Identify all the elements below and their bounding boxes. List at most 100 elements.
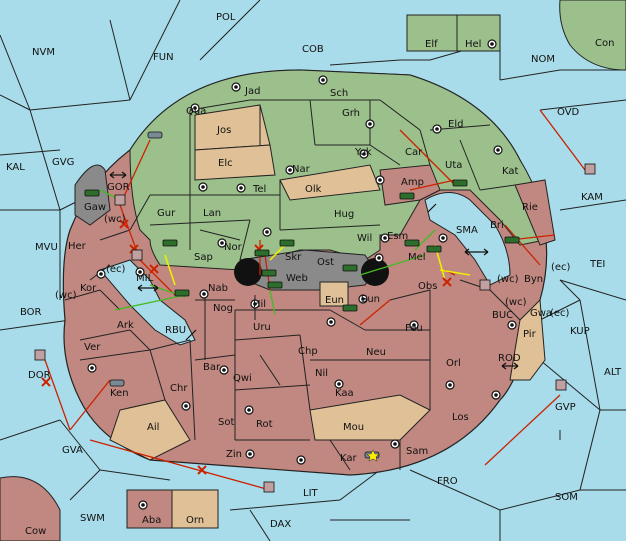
label-rod: ROD [498,353,521,364]
label-skr: Skr [285,252,302,263]
label-kam: KAM [581,192,603,203]
label-los: Los [452,412,469,423]
label-ver: Ver [84,342,101,353]
coast-label: (wc) [104,214,126,225]
coast-label: (wc) [55,290,77,301]
label-nom: NOM [531,54,555,65]
label-bar: Bar [203,362,221,373]
label-chp: Chp [298,346,318,357]
label-wil: Wil [357,233,372,244]
label-gva: GVA [62,445,83,456]
coast-label: (ec) [106,264,126,275]
label-byn: Byn [524,274,543,285]
label-elf: Elf [425,39,438,50]
label-mel: Mel [408,252,426,263]
supply-centers [87,39,517,510]
label-mou: Mou [343,422,364,433]
label-nab: Nab [208,283,228,294]
label-sam: Sam [406,446,428,457]
star-icon [366,449,380,462]
coast-label: (ec) [550,308,570,319]
label-kal: KAL [6,162,25,173]
label-kaa: Kaa [335,388,354,399]
label-rot: Rot [256,419,273,430]
label-nog: Nog [213,303,233,314]
label-jos: Jos [216,125,231,136]
label-orn: Orn [186,515,204,526]
label-ovd: OVD [557,107,580,118]
label-sun: Sun [361,294,380,305]
label-elc: Elc [218,158,233,169]
label-orl: Orl [446,358,461,369]
label-dor: DOR [28,370,51,381]
south-islands [0,476,219,541]
label-con: Con [595,38,614,49]
label-alt: ALT [604,367,622,378]
label-mvu: MVU [35,242,58,253]
label-gvg: GVG [52,157,74,168]
label-nar: Nar [292,164,311,175]
label-nvm: NVM [32,47,55,58]
north-islands [406,0,626,71]
label-lit: LIT [303,488,319,499]
label-grh: Grh [342,108,360,119]
continent [62,69,556,476]
label-swm: SWM [80,513,105,524]
label-kor: Kor [80,283,97,294]
label-ken: Ken [110,388,129,399]
label-web: Web [286,273,308,284]
label-pol: POL [216,12,236,23]
label-kat: Kat [502,166,519,177]
label-qwi: Qwi [233,373,252,384]
label-bri: Bri [490,220,504,231]
label-buc: BUC [492,310,513,321]
label-gor: GOR [107,182,130,193]
label-jad: Jad [244,86,260,97]
label-esm: Esm [387,231,408,242]
coast-label: (wc) [505,297,527,308]
label-hel: Hel [465,39,481,50]
units [34,131,596,493]
label-dax: DAX [270,519,291,530]
label-eun: Eun [325,295,344,306]
coast-label: (wc) [497,274,519,285]
label-gwa: Gwa [530,308,552,319]
label-sch: Sch [330,88,348,99]
label-her: Her [68,241,87,252]
label-lan: Lan [203,208,221,219]
label-fro: FRO [437,476,458,487]
label-ost: Ost [317,257,334,268]
label-eld: Eld [448,119,463,130]
label-rbu: RBU [165,325,186,336]
label-qua: Qua [186,106,206,117]
label-feu: Feu [405,323,423,334]
label-bor: BOR [20,307,42,318]
label-chr: Chr [170,383,188,394]
label-sma: SMA [456,225,478,236]
label-gvp: GVP [555,402,576,413]
label-kar: Kar [340,453,358,464]
label-neu: Neu [366,347,386,358]
label-uta: Uta [445,160,462,171]
label-car: Car [405,147,423,158]
label-kup: KUP [570,326,590,337]
label-sap: Sap [194,252,213,263]
coast-label: (ec) [551,262,571,273]
label-yok: Yok [354,147,372,158]
label-amp: Amp [401,177,424,188]
label-nor: Nor [224,242,243,253]
label-fun: FUN [153,52,174,63]
label-gaw: Gaw [84,202,106,213]
label-tel: Tel [252,184,266,195]
label-som: SOM [555,492,578,503]
label-nil: Nil [315,368,328,379]
double-arrows [109,171,519,370]
label-olk: Olk [305,184,322,195]
label-sot: Sot [218,417,234,428]
label-aba: Aba [142,515,161,526]
label-ail: Ail [147,422,159,433]
label-ark: Ark [117,320,134,331]
label-zin: Zin [226,449,242,460]
